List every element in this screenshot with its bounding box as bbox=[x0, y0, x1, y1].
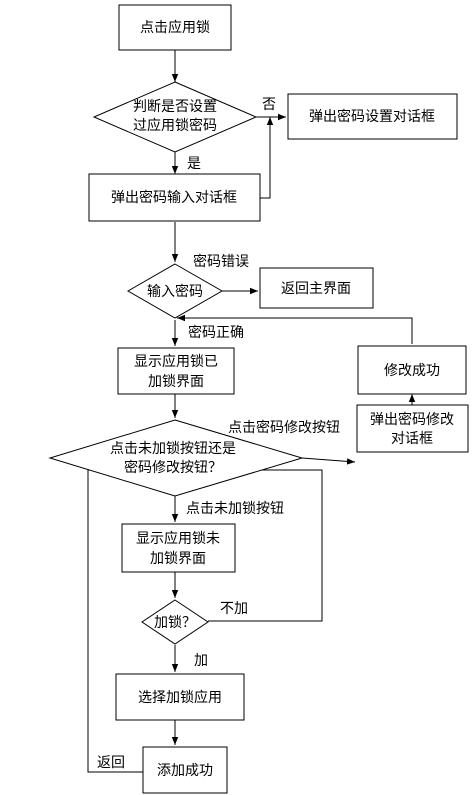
node-set-password-dialog-label: 弹出密码设置对话框 bbox=[309, 108, 435, 125]
node-is-password-set-label-line1: 判断是否设置 bbox=[133, 99, 217, 115]
node-select-app-to-lock: 选择加锁应用 bbox=[115, 673, 245, 721]
node-is-password-set-label-line2: 过应用锁密码 bbox=[133, 117, 217, 134]
node-show-unlocked-label-line2: 加锁界面 bbox=[150, 551, 206, 567]
node-add-success: 添加成功 bbox=[142, 746, 228, 794]
node-lock-question-label: 加锁？ bbox=[154, 615, 196, 631]
node-return-home-label: 返回主界面 bbox=[281, 281, 351, 297]
node-set-password-dialog: 弹出密码设置对话框 bbox=[287, 93, 458, 140]
node-password-input-dialog: 弹出密码输入对话框 bbox=[88, 173, 261, 222]
edge-label-password-correct: 密码正确 bbox=[188, 324, 244, 341]
edge-label-password-wrong: 密码错误 bbox=[193, 253, 249, 270]
node-show-unlocked: 显示应用锁未 加锁界面 bbox=[121, 523, 236, 573]
node-click-app-lock: 点击应用锁 bbox=[118, 4, 232, 51]
node-lock-question: 加锁？ bbox=[141, 599, 209, 645]
node-enter-password: 输入密码 bbox=[126, 263, 224, 319]
node-add-success-label: 添加成功 bbox=[157, 763, 213, 779]
node-change-password-dialog-label-line1: 弹出密码修改 bbox=[370, 411, 454, 428]
node-which-button-label-line2: 密码修改按钮？ bbox=[124, 459, 222, 476]
node-change-password-dialog: 弹出密码修改 对话框 bbox=[356, 404, 469, 453]
node-change-password-dialog-label-line2: 对话框 bbox=[391, 431, 433, 447]
edge-label-dont-lock: 不加 bbox=[220, 601, 248, 617]
node-return-home: 返回主界面 bbox=[259, 267, 374, 309]
node-is-password-set: 判断是否设置 过应用锁密码 bbox=[92, 81, 258, 153]
node-show-locked-label-line2: 加锁界面 bbox=[148, 374, 204, 390]
node-show-unlocked-label-line1: 显示应用锁未 bbox=[136, 530, 220, 547]
edge-label-click-unlocked-button: 点击未加锁按钮 bbox=[186, 501, 284, 517]
edge-label-back: 返回 bbox=[97, 755, 125, 771]
edge-label-click-change-password-button: 点击密码修改按钮 bbox=[228, 419, 340, 436]
node-show-locked-label-line1: 显示应用锁已 bbox=[134, 353, 218, 370]
edge-label-yes: 是 bbox=[187, 156, 201, 172]
node-which-button-label-line1: 点击未加锁按钮还是 bbox=[110, 441, 236, 457]
node-which-button: 点击未加锁按钮还是 密码修改按钮？ bbox=[48, 419, 304, 497]
node-select-app-to-lock-label: 选择加锁应用 bbox=[138, 689, 222, 706]
node-modify-success-label: 修改成功 bbox=[384, 363, 440, 379]
edge-input-dialog-loop-back bbox=[260, 117, 274, 199]
node-modify-success: 修改成功 bbox=[357, 345, 467, 395]
node-password-input-dialog-label: 弹出密码输入对话框 bbox=[111, 189, 237, 206]
edge-change-button-to-change-dialog bbox=[301, 457, 356, 465]
edge-label-no: 否 bbox=[262, 97, 276, 113]
node-show-locked: 显示应用锁已 加锁界面 bbox=[117, 347, 235, 395]
edge-modify-success-loop-back bbox=[177, 314, 413, 344]
node-enter-password-label: 输入密码 bbox=[147, 283, 203, 300]
edge-label-lock: 加 bbox=[194, 653, 208, 669]
node-click-app-lock-label: 点击应用锁 bbox=[140, 19, 210, 36]
edge-labels: 否 是 密码错误 密码正确 点击密码修改按钮 点击未加锁按钮 不加 加 返回 bbox=[97, 97, 340, 771]
